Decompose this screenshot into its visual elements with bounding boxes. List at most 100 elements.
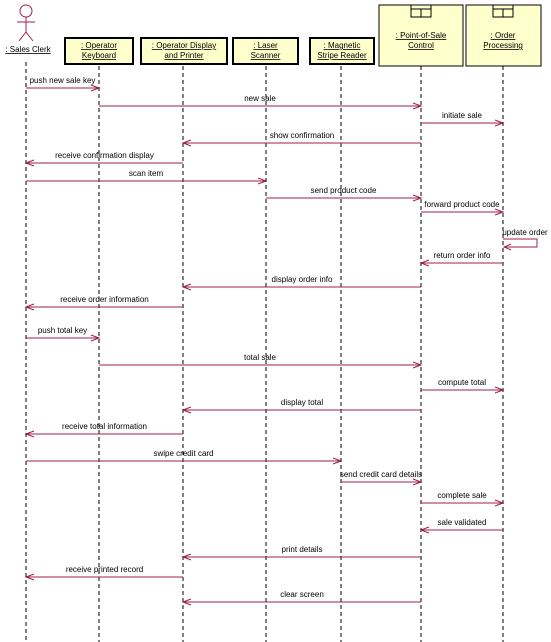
message-arrowhead [412, 102, 423, 110]
message: return order info [419, 251, 503, 267]
message: update order [502, 228, 548, 251]
message: sale validated [419, 518, 503, 534]
participant-label-line: : Operator Display [152, 41, 216, 50]
message-label: compute total [438, 378, 486, 387]
message: scan item [26, 169, 268, 185]
message-arrowhead [90, 334, 101, 342]
message-label: return order info [434, 251, 491, 260]
actor-sales-clerk: : Sales Clerk [5, 4, 52, 54]
actor-leg-right [25, 31, 34, 42]
message-arrowhead [412, 361, 423, 369]
message-arrowhead [181, 406, 192, 414]
message-line [503, 238, 538, 248]
message: clear screen [181, 590, 421, 606]
participant-label-line: : Operator [81, 41, 117, 50]
object-box [140, 37, 228, 65]
message-arrowhead [24, 573, 35, 581]
actor-label: : Sales Clerk [5, 45, 51, 54]
message: swipe credit card [26, 449, 343, 465]
message: push new sale key [26, 76, 101, 92]
message-arrowhead [181, 139, 192, 147]
message: send product code [266, 186, 423, 202]
participant-label-line: and Printer [164, 51, 203, 60]
message-label: swipe credit card [153, 449, 213, 458]
message: print details [181, 545, 421, 561]
message-arrowhead [181, 553, 192, 561]
message-label: push total key [38, 326, 87, 335]
message: new sale [99, 94, 423, 110]
message-label: push new sale key [30, 76, 96, 85]
message-arrowhead [419, 526, 430, 534]
message-label: new sale [244, 94, 276, 103]
message-label: show confirmation [270, 131, 334, 140]
message: send credit card details [340, 470, 423, 486]
participant-label-line: : Point-of-Sale [396, 31, 447, 40]
message-arrowhead [412, 478, 423, 486]
message-label: receive confirmation display [55, 151, 154, 160]
message-arrowhead [494, 386, 505, 394]
message-label: total sale [244, 353, 277, 362]
message-label: send product code [311, 186, 377, 195]
message-arrowhead [24, 303, 35, 311]
message-label: forward product code [424, 200, 500, 209]
message: initiate sale [421, 111, 505, 127]
message-arrowhead [90, 84, 101, 92]
message: show confirmation [181, 131, 421, 147]
message-arrowhead [24, 430, 35, 438]
message-label: receive order information [60, 295, 148, 304]
object-box [64, 37, 134, 65]
participant-label-line: Stripe Reader [317, 51, 367, 60]
message-label: receive printed record [66, 565, 143, 574]
message-arrowhead [24, 159, 35, 167]
message-label: sale validated [438, 518, 487, 527]
participant-label-line: Keyboard [82, 51, 116, 60]
message-label: complete sale [437, 491, 487, 500]
message-arrowhead [494, 208, 505, 216]
message-arrowhead [494, 119, 505, 127]
message-arrowhead [494, 499, 505, 507]
message-label: update order [502, 228, 548, 237]
message-label: display order info [272, 275, 333, 284]
message-label: initiate sale [442, 111, 483, 120]
message-arrowhead [412, 194, 423, 202]
participant-label-line: Processing [483, 41, 523, 50]
message-arrowhead [502, 243, 512, 251]
message: receive total information [24, 422, 183, 438]
lifelines [25, 62, 504, 642]
message-label: display total [281, 398, 323, 407]
message-arrowhead [419, 259, 430, 267]
actor-leg-left [18, 31, 27, 42]
messages: push new sale key new sale initiate sale sh… [24, 76, 548, 606]
message-label: clear screen [280, 590, 324, 599]
message: complete sale [421, 491, 505, 507]
message-label: print details [282, 545, 323, 554]
participant-label-line: : Laser [253, 41, 278, 50]
message: receive printed record [24, 565, 183, 581]
message-arrowhead [257, 177, 268, 185]
message-arrowhead [181, 598, 192, 606]
message: push total key [26, 326, 101, 342]
message-arrowhead [332, 457, 343, 465]
message: display order info [181, 275, 421, 291]
object-box [309, 37, 375, 65]
message: receive order information [24, 295, 183, 311]
object-box [232, 37, 299, 65]
message-label: send credit card details [340, 470, 422, 479]
participant-label-line: : Magnetic [324, 41, 361, 50]
message-label: scan item [129, 169, 164, 178]
participant-label-line: : Order [491, 31, 516, 40]
message: total sale [99, 353, 423, 369]
message: display total [181, 398, 421, 414]
message: compute total [421, 378, 505, 394]
actor-head [19, 4, 33, 18]
participant-label-line: Scanner [251, 51, 281, 60]
participant-label-line: Control [408, 41, 434, 50]
